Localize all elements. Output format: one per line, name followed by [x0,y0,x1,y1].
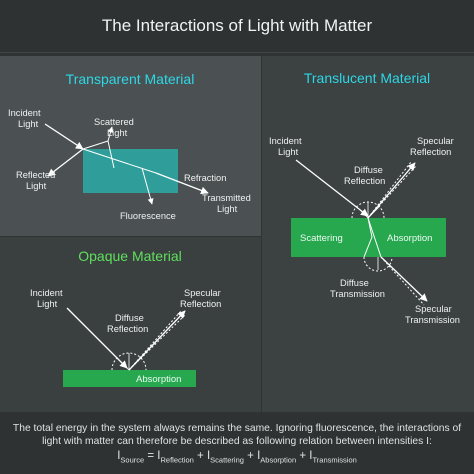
transparent-refraction-path [82,148,157,174]
heading-translucent: Translucent Material [304,70,430,86]
translucent-diffuse-ray-3 [367,205,381,219]
translucent-diffuse-transmission-lobe [363,256,393,272]
transparent-block [83,149,178,193]
transparent-incident-ray [44,123,84,150]
translucent-transmission-path [367,217,382,258]
translucent-block [291,218,446,257]
transparent-scatter-inner [82,140,109,150]
opaque-block [63,370,196,387]
opaque-diffuse-ray-1 [116,357,130,371]
translucent-diffuse-ray-1 [355,205,369,219]
translucent-specular-reflection-ray [367,162,416,219]
translucent-scatter-inner-b [363,236,373,258]
label-fluorescence: Fluorescence [120,211,176,221]
intensity-equation: ISource = IReflection + IScattering + IA… [117,450,357,465]
label-translucent-absorption: Absorption [387,233,432,244]
page-title: The Interactions of Light with Matter [0,0,474,53]
footer: The total energy in the system always re… [0,414,474,474]
transparent-reflected-ray [47,148,84,177]
transparent-scatter-down [107,140,115,169]
opaque-diffuse-ray-3 [128,357,142,371]
footer-text: The total energy in the system always re… [12,423,462,447]
transparent-scattered-ray [107,126,114,142]
translucent-specular-transmission-lobe [380,256,425,306]
label-scattering: Scattering [300,233,343,244]
heading-transparent: Transparent Material [66,71,195,87]
heading-opaque: Opaque Material [78,248,182,264]
transparent-transmitted-ray [155,172,209,195]
transparent-fluorescence-ray [141,167,154,205]
panel-transparent [0,56,261,236]
translucent-specular-transmission-ray [380,256,428,302]
translucent-incident-ray [295,159,369,217]
label-refraction: Refraction [184,173,226,183]
label-opaque-absorption: Absorption [136,374,181,385]
